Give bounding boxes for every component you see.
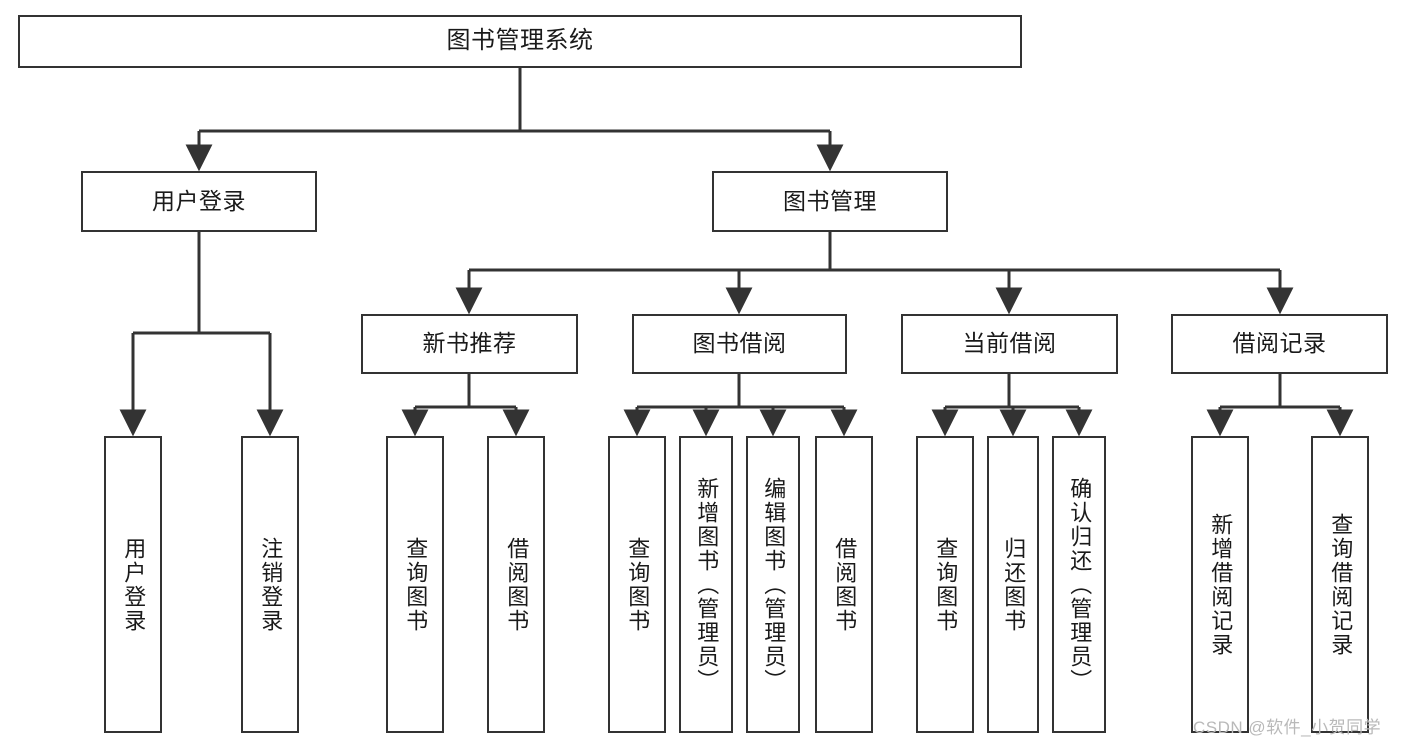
node-book-manage-label: 图书管理	[783, 187, 877, 214]
node-leaf-confirm-return[interactable]: 确认归还（管理员）	[1052, 436, 1106, 733]
node-book-borrow-label: 图书借阅	[692, 330, 787, 357]
node-leaf-add-record-label: 新增借阅记录	[1208, 512, 1234, 657]
node-leaf-borrow-book-2-label: 借阅图书	[832, 536, 858, 633]
node-leaf-query-book-1-label: 查询图书	[403, 536, 429, 633]
node-current-borrow-label: 当前借阅	[962, 330, 1057, 357]
node-root[interactable]: 图书管理系统	[18, 15, 1022, 68]
node-user-login-label: 用户登录	[152, 187, 246, 214]
node-leaf-edit-book[interactable]: 编辑图书（管理员）	[746, 436, 800, 733]
node-leaf-borrow-book-2[interactable]: 借阅图书	[815, 436, 873, 733]
node-leaf-logout-label: 注销登录	[258, 536, 284, 633]
node-borrow-record[interactable]: 借阅记录	[1171, 314, 1388, 374]
node-leaf-add-book[interactable]: 新增图书（管理员）	[679, 436, 733, 733]
node-new-book-rec[interactable]: 新书推荐	[361, 314, 578, 374]
node-leaf-return-book[interactable]: 归还图书	[987, 436, 1039, 733]
node-leaf-query-record[interactable]: 查询借阅记录	[1311, 436, 1369, 733]
node-leaf-edit-book-label: 编辑图书（管理员）	[761, 476, 787, 693]
node-leaf-query-book-3-label: 查询图书	[933, 536, 959, 633]
node-leaf-confirm-return-label: 确认归还（管理员）	[1067, 476, 1093, 693]
node-leaf-borrow-book-1[interactable]: 借阅图书	[487, 436, 545, 733]
node-leaf-query-book-2[interactable]: 查询图书	[608, 436, 666, 733]
node-book-borrow[interactable]: 图书借阅	[632, 314, 847, 374]
node-leaf-query-record-label: 查询借阅记录	[1328, 512, 1354, 657]
node-leaf-borrow-book-1-label: 借阅图书	[504, 536, 530, 633]
node-current-borrow[interactable]: 当前借阅	[901, 314, 1118, 374]
node-leaf-query-book-2-label: 查询图书	[625, 536, 651, 633]
node-borrow-record-label: 借阅记录	[1232, 330, 1327, 357]
node-leaf-query-book-1[interactable]: 查询图书	[386, 436, 444, 733]
node-leaf-add-record[interactable]: 新增借阅记录	[1191, 436, 1249, 733]
node-root-label: 图书管理系统	[446, 27, 594, 55]
watermark: CSDN @软件_小贺同学	[1193, 718, 1382, 737]
node-new-book-rec-label: 新书推荐	[422, 330, 517, 357]
node-leaf-user-login[interactable]: 用户登录	[104, 436, 162, 733]
node-leaf-add-book-label: 新增图书（管理员）	[694, 476, 720, 693]
node-leaf-query-book-3[interactable]: 查询图书	[916, 436, 974, 733]
node-user-login[interactable]: 用户登录	[81, 171, 317, 232]
node-book-manage[interactable]: 图书管理	[712, 171, 948, 232]
node-leaf-return-book-label: 归还图书	[1001, 536, 1027, 633]
node-leaf-logout[interactable]: 注销登录	[241, 436, 299, 733]
node-leaf-user-login-label: 用户登录	[121, 536, 147, 633]
